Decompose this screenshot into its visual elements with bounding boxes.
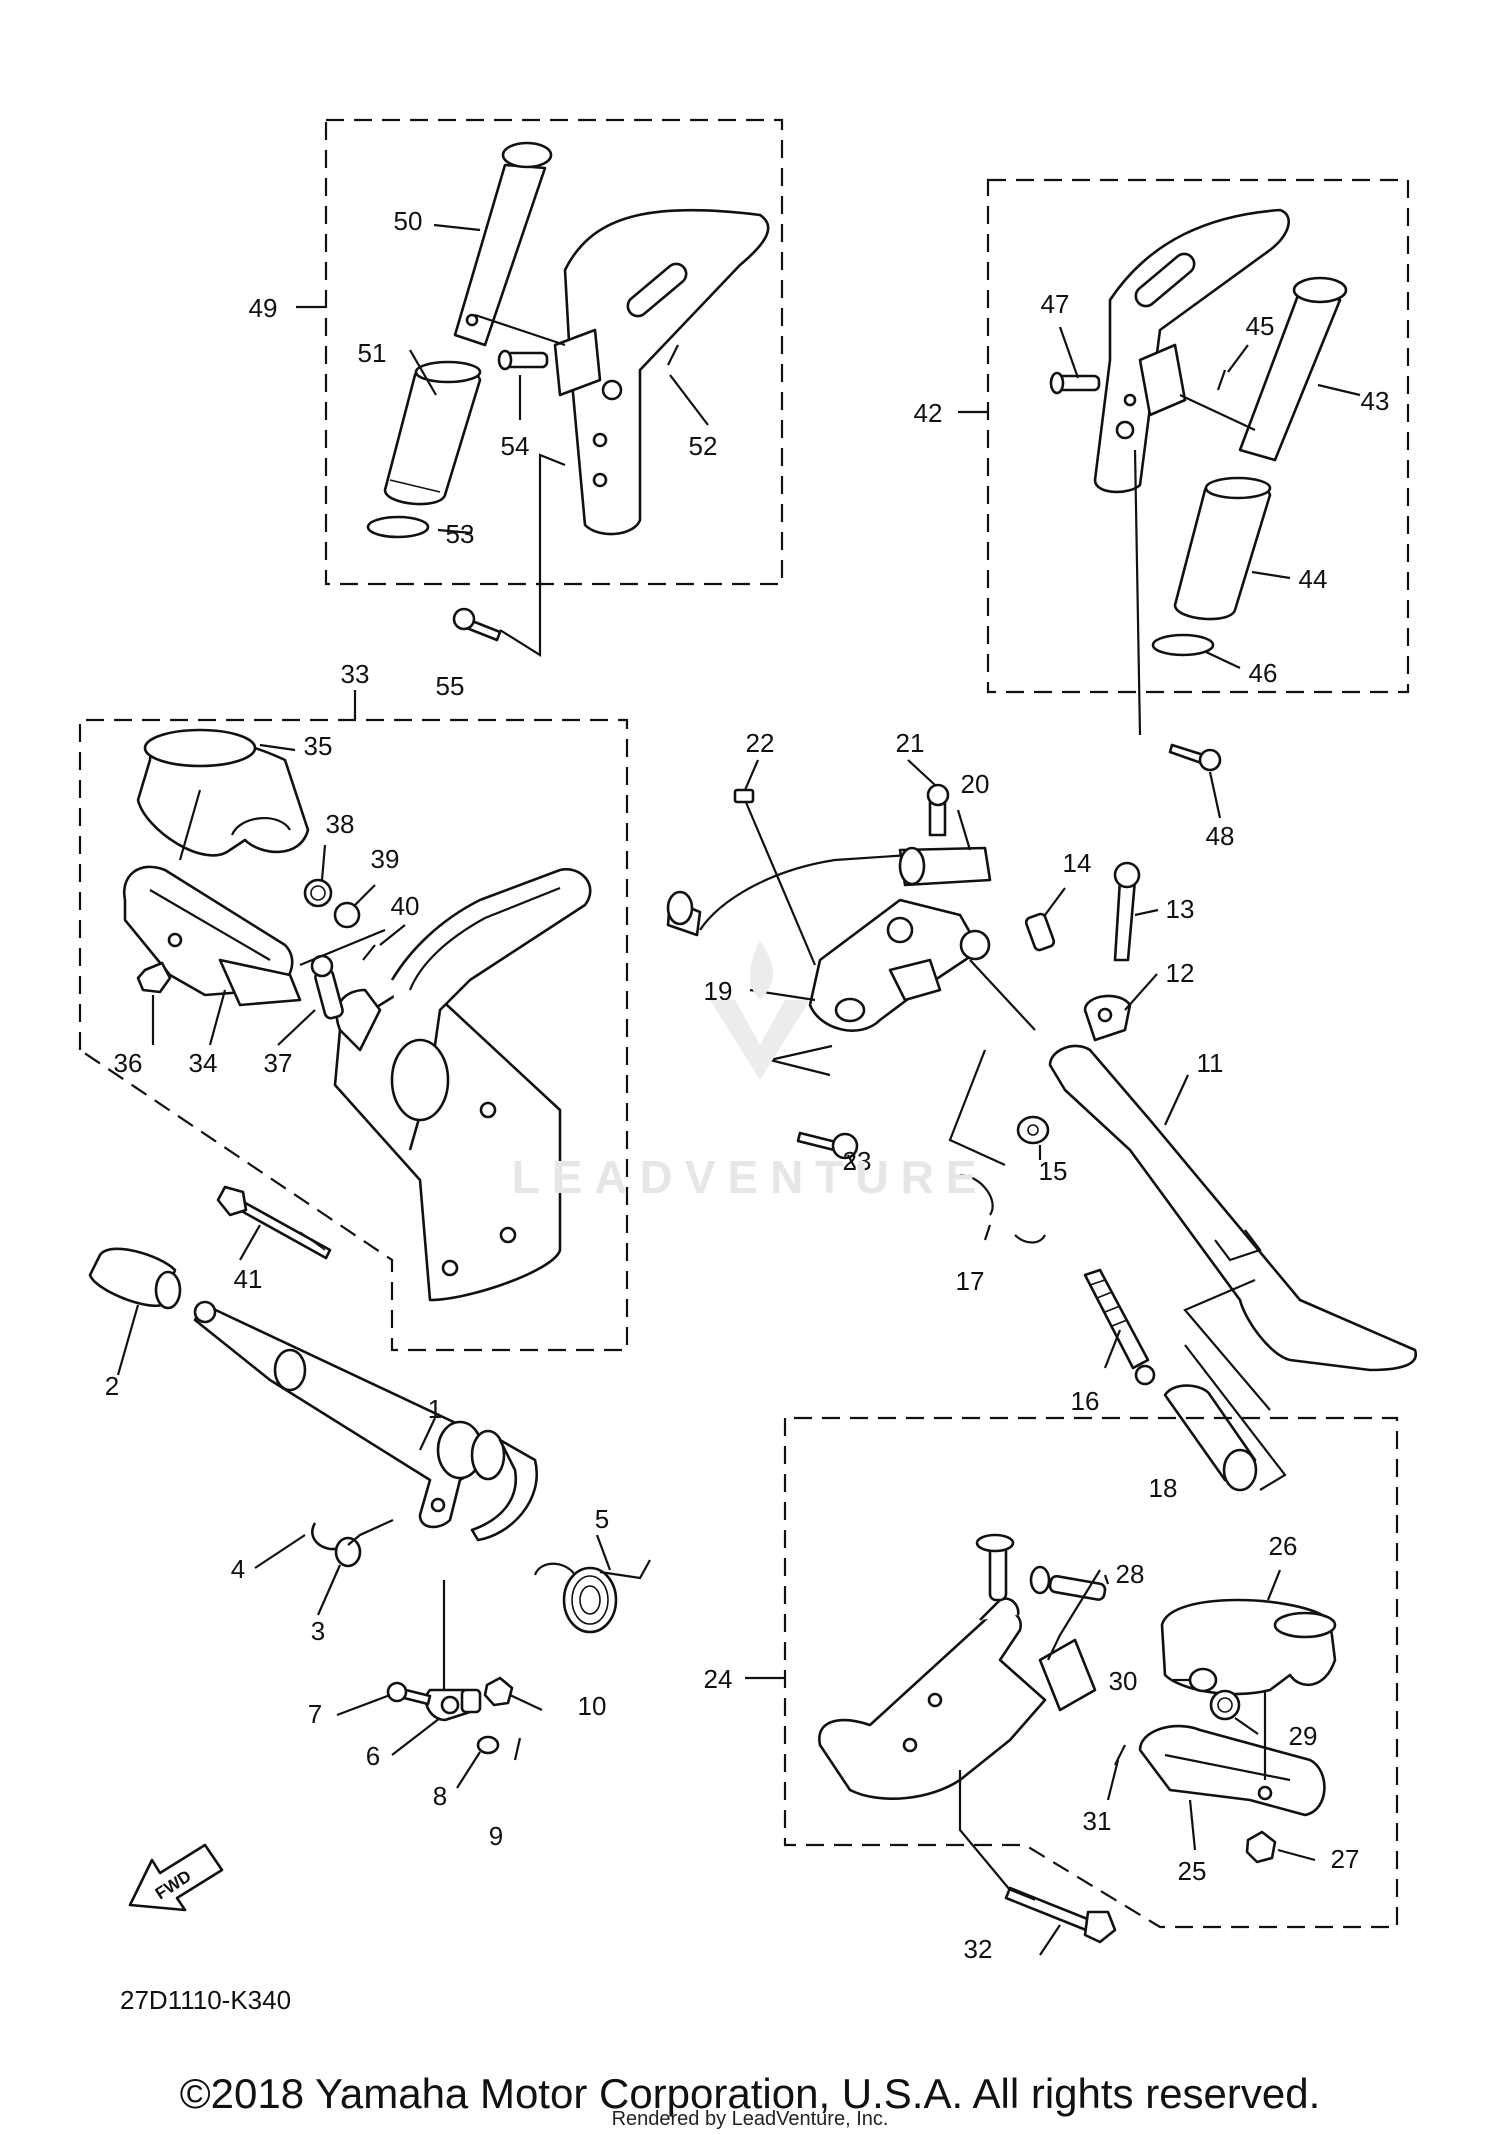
rendered-by-credit: Rendered by LeadVenture, Inc. (611, 2108, 889, 2130)
callout-30: 30 (1109, 1666, 1138, 1696)
watermark-logo (710, 940, 810, 1080)
callout-20: 20 (961, 769, 990, 799)
callout-42: 42 (914, 398, 943, 428)
group-24-footrest-right (745, 1416, 1399, 1956)
callout-12: 12 (1166, 958, 1195, 988)
callout-28: 28 (1116, 1559, 1145, 1589)
callout-27: 27 (1331, 1844, 1360, 1874)
callout-49: 49 (249, 293, 278, 323)
sidestand-group (666, 759, 1418, 1492)
callout-labels: 1 2 3 4 5 6 7 8 9 10 11 12 13 14 15 16 1… (105, 206, 1390, 1964)
callout-50: 50 (394, 206, 423, 236)
callout-44: 44 (1299, 564, 1328, 594)
callout-7: 7 (308, 1699, 322, 1729)
group-49-rear-footrest-left (296, 118, 784, 657)
callout-24: 24 (704, 1664, 733, 1694)
callout-17: 17 (956, 1266, 985, 1296)
callout-21: 21 (896, 728, 925, 758)
callout-26: 26 (1269, 1531, 1298, 1561)
diagram-code: 27D1110-K340 (120, 1985, 292, 2015)
callout-31: 31 (1083, 1806, 1112, 1836)
callout-22: 22 (746, 728, 775, 758)
callout-54: 54 (501, 431, 530, 461)
callout-2: 2 (105, 1371, 119, 1401)
callout-43: 43 (1361, 386, 1390, 416)
callout-51: 51 (358, 338, 387, 368)
callout-16: 16 (1071, 1386, 1100, 1416)
callout-8: 8 (433, 1781, 447, 1811)
group-42-rear-footrest-right (958, 178, 1410, 819)
callout-13: 13 (1166, 894, 1195, 924)
callout-40: 40 (391, 891, 420, 921)
callout-4: 4 (231, 1554, 245, 1584)
fwd-arrow: FWD (128, 1843, 224, 1912)
callout-38: 38 (326, 809, 355, 839)
callout-37: 37 (264, 1048, 293, 1078)
callout-35: 35 (304, 731, 333, 761)
callout-39: 39 (371, 844, 400, 874)
callout-10: 10 (578, 1691, 607, 1721)
shift-pedal-group (88, 1247, 651, 1789)
callout-52: 52 (689, 431, 718, 461)
callout-9: 9 (489, 1821, 503, 1851)
callout-33: 33 (341, 659, 370, 689)
watermark-text: LEADVENTURE (511, 1151, 989, 1203)
callout-23: 23 (843, 1146, 872, 1176)
callout-1: 1 (428, 1394, 442, 1424)
group-33-footrest-left (78, 690, 629, 1352)
callout-15: 15 (1039, 1156, 1068, 1186)
callout-53: 53 (446, 519, 475, 549)
callout-29: 29 (1289, 1721, 1318, 1751)
callout-3: 3 (311, 1616, 325, 1646)
callout-18: 18 (1149, 1473, 1178, 1503)
callout-36: 36 (114, 1048, 143, 1078)
callout-25: 25 (1178, 1856, 1207, 1886)
callout-6: 6 (366, 1741, 380, 1771)
callout-32: 32 (964, 1934, 993, 1964)
callout-11: 11 (1197, 1048, 1224, 1078)
copyright-notice: ©2018 Yamaha Motor Corporation, U.S.A. A… (179, 2070, 1321, 2117)
callout-48: 48 (1206, 821, 1235, 851)
callout-45: 45 (1246, 311, 1275, 341)
callout-14: 14 (1063, 848, 1092, 878)
callout-34: 34 (189, 1048, 218, 1078)
callout-5: 5 (595, 1504, 609, 1534)
callout-47: 47 (1041, 289, 1070, 319)
callout-46: 46 (1249, 658, 1278, 688)
callout-55: 55 (436, 671, 465, 701)
callout-41: 41 (234, 1264, 263, 1294)
